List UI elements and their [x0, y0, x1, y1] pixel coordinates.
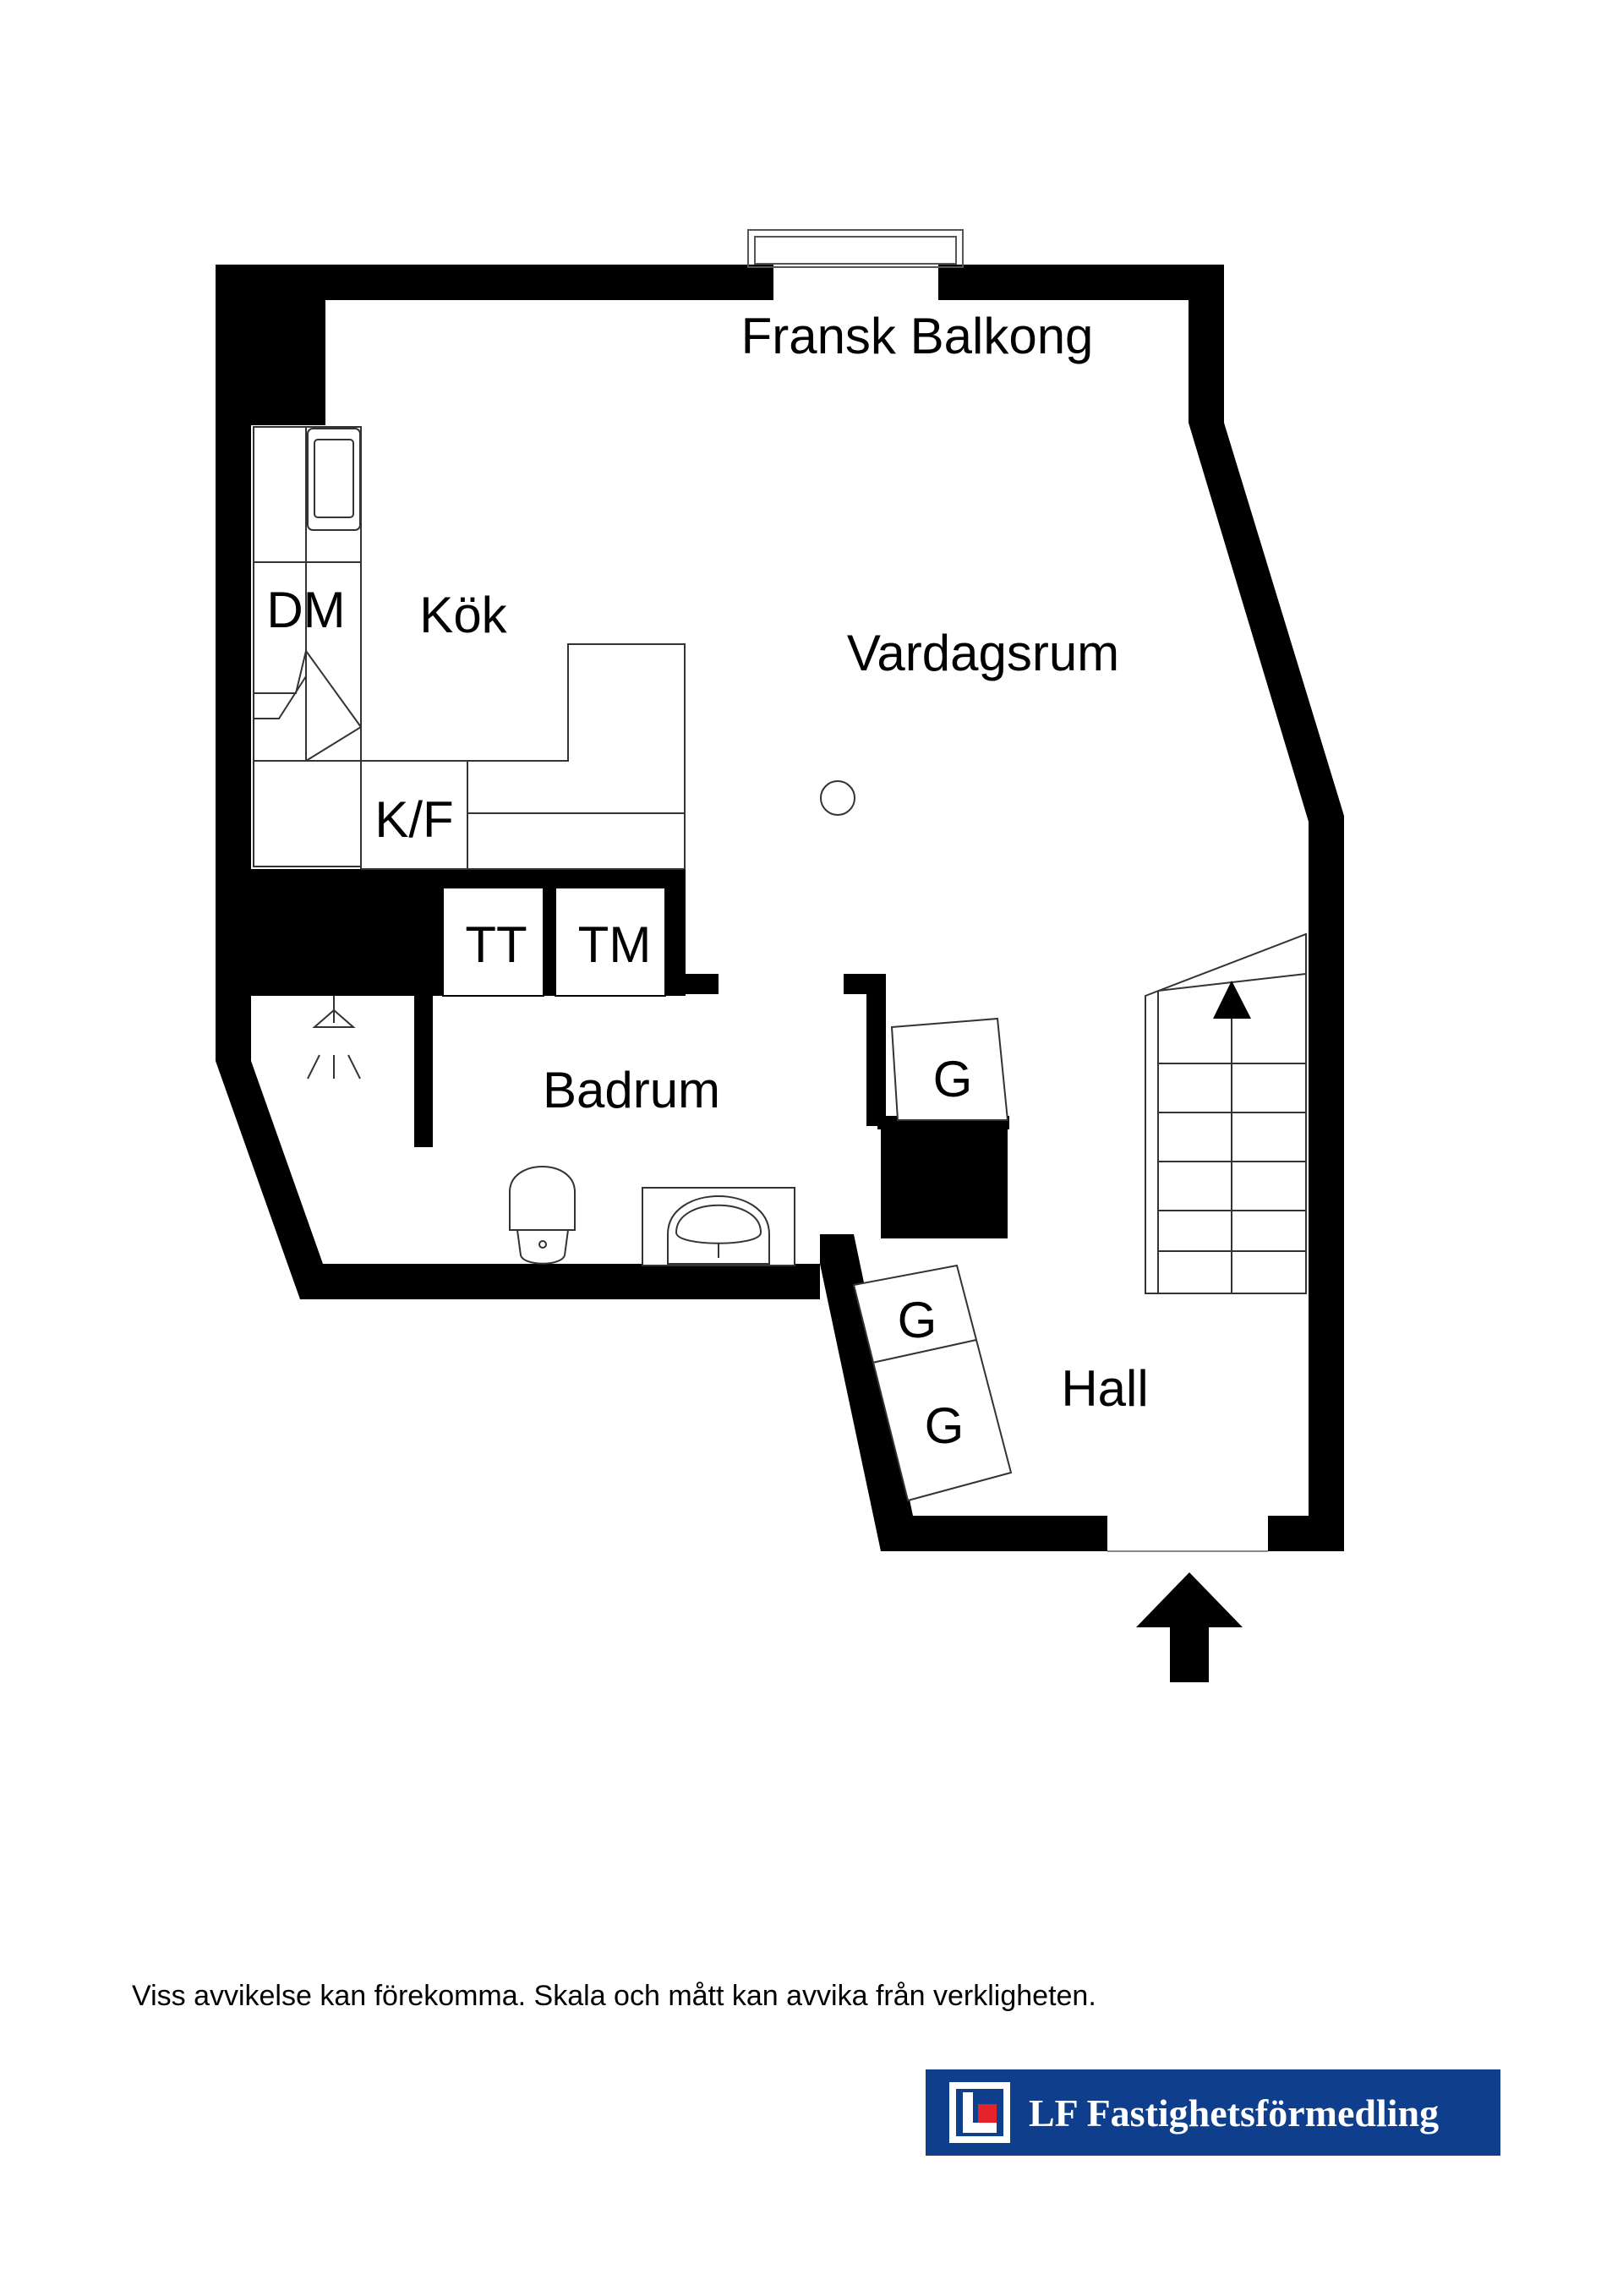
- staircase: [1145, 932, 1307, 1294]
- label-vardagsrum: Vardagsrum: [847, 625, 1119, 681]
- label-fransk-balkong: Fransk Balkong: [741, 308, 1094, 364]
- label-badrum: Badrum: [543, 1062, 720, 1118]
- toilet-icon: [509, 1166, 576, 1265]
- wardrobe-hall: [852, 1264, 1013, 1502]
- shower-icon: [307, 996, 361, 1080]
- brand-name: LF Fastighetsförmedling: [1029, 2091, 1440, 2135]
- label-dm: DM: [266, 582, 345, 638]
- stairs-up-arrow-icon: [1213, 981, 1251, 1019]
- label-kok: Kök: [419, 587, 507, 643]
- disclaimer-text: Viss avvikelse kan förekomma. Skala och …: [132, 1980, 1096, 2012]
- label-g-hall-2: G: [925, 1397, 965, 1454]
- label-kf: K/F: [374, 791, 453, 848]
- lamp-icon: [820, 780, 855, 816]
- label-hall: Hall: [1061, 1360, 1148, 1417]
- french-balcony-railing: [747, 229, 964, 268]
- label-tt: TT: [465, 916, 527, 973]
- label-g-hall-1: G: [898, 1292, 937, 1348]
- label-g-bath: G: [933, 1051, 973, 1107]
- entrance-arrow-icon: [1136, 1572, 1243, 1682]
- label-tm: TM: [578, 916, 652, 973]
- outer-walls: [216, 265, 1344, 1551]
- sink-icon: [642, 1187, 795, 1266]
- kitchen-counters: [253, 426, 686, 870]
- stove-icon: [307, 428, 361, 531]
- range-hood-icon: [254, 648, 363, 762]
- wardrobe-bath: [890, 1017, 1009, 1121]
- lf-logo-icon: [949, 2082, 1010, 2143]
- brand-logo: LF Fastighetsförmedling: [926, 2069, 1500, 2156]
